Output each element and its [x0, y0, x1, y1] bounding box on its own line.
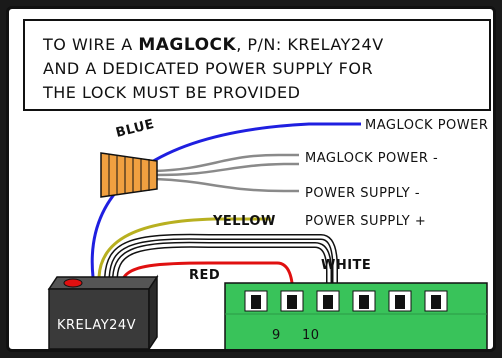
label-yellow-wire: YELLOW — [212, 214, 276, 229]
terminal-screw-4 — [352, 290, 376, 312]
label-red-wire: RED — [189, 268, 220, 283]
wiring-diagram: 9 10 KRELAY24V BLUE YELLOW RED WHITE MAG… — [47, 117, 496, 349]
gray-wire-top — [154, 153, 299, 173]
red-wire — [121, 261, 295, 300]
terminal-screw-5 — [388, 290, 412, 312]
diagram-panel: To wire a MAGLOCK, P/N: KRELAY24V and a … — [6, 6, 496, 352]
white-wire-inner — [105, 235, 337, 299]
terminal-screw-3 — [316, 290, 340, 312]
relay-module: KRELAY24V — [47, 274, 159, 349]
wire-nut-icon — [100, 152, 158, 198]
relay-led-icon — [63, 278, 83, 288]
terminal-screw-1 — [244, 290, 268, 312]
label-power-supply-pos: POWER SUPPLY + — [305, 214, 426, 229]
caption-line1-prefix: To wire a — [43, 35, 133, 54]
label-white-wire: WHITE — [321, 258, 371, 273]
label-maglock-power-pos: MAGLOCK POWER + — [365, 118, 496, 133]
terminal-label-9: 9 — [272, 328, 281, 343]
relay-label: KRELAY24V — [57, 318, 136, 333]
gray-wire-bottom — [154, 177, 299, 193]
caption-line-1: To wire a MAGLOCK, P/N: KRELAY24V — [43, 35, 384, 55]
label-maglock-power-neg: MAGLOCK POWER - — [305, 151, 438, 166]
yellow-wire — [97, 217, 271, 278]
gray-wire-mid — [154, 162, 299, 177]
white-wire-inner-2 — [113, 243, 331, 299]
caption-line1-suffix: , P/N: KRELAY24V — [236, 35, 384, 54]
caption-line-3: the lock must be provided — [43, 83, 301, 102]
caption-line-2: and a dedicated power supply for — [43, 59, 374, 78]
caption-maglock-strong: MAGLOCK — [138, 35, 237, 55]
terminal-label-10: 10 — [302, 328, 320, 343]
label-power-supply-neg: POWER SUPPLY - — [305, 186, 420, 201]
caption-box: To wire a MAGLOCK, P/N: KRELAY24V and a … — [23, 19, 491, 111]
terminal-block: 9 10 — [224, 282, 488, 349]
terminal-screw-6 — [424, 290, 448, 312]
terminal-screw-2 — [280, 290, 304, 312]
label-blue-wire: BLUE — [114, 117, 156, 141]
